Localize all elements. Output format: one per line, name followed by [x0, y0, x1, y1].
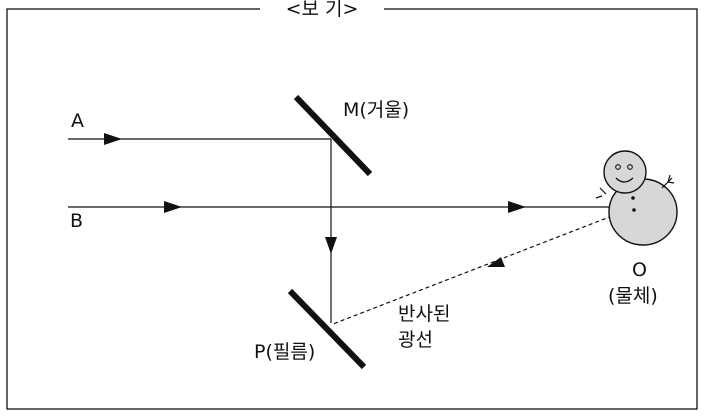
film-p	[287, 288, 367, 370]
label-reflected-line2: 광선	[398, 329, 433, 351]
snowman-head	[603, 150, 647, 194]
ray-m-to-p-arrow	[325, 237, 337, 254]
label-object-o: O	[632, 259, 647, 281]
mirror-m	[293, 94, 373, 177]
snowman-arm-left	[595, 187, 607, 199]
snowman-button-1	[631, 196, 635, 200]
ray-a-arrow	[104, 133, 122, 145]
label-mirror-m: M(거울)	[343, 99, 410, 121]
ray-b-arrow-2	[508, 201, 526, 213]
snowman-object	[595, 150, 678, 246]
reflected-ray-arrow	[487, 257, 505, 267]
snowman-smile	[615, 177, 634, 183]
label-object-name: (물체)	[608, 285, 658, 307]
frame-title: <보 기>	[260, 0, 384, 19]
ray-b-arrow-1	[164, 201, 182, 213]
frame-border	[6, 8, 698, 410]
label-a: A	[71, 110, 84, 132]
snowman-button-2	[632, 208, 636, 212]
label-film-p: P(필름)	[254, 341, 316, 363]
label-b: B	[70, 210, 84, 232]
snowman-eye-right	[627, 164, 633, 170]
label-reflected-line1: 반사된	[398, 303, 451, 325]
snowman-arm-right	[661, 174, 675, 189]
reflected-ray	[332, 215, 613, 325]
snowman-eye-left	[615, 164, 621, 170]
